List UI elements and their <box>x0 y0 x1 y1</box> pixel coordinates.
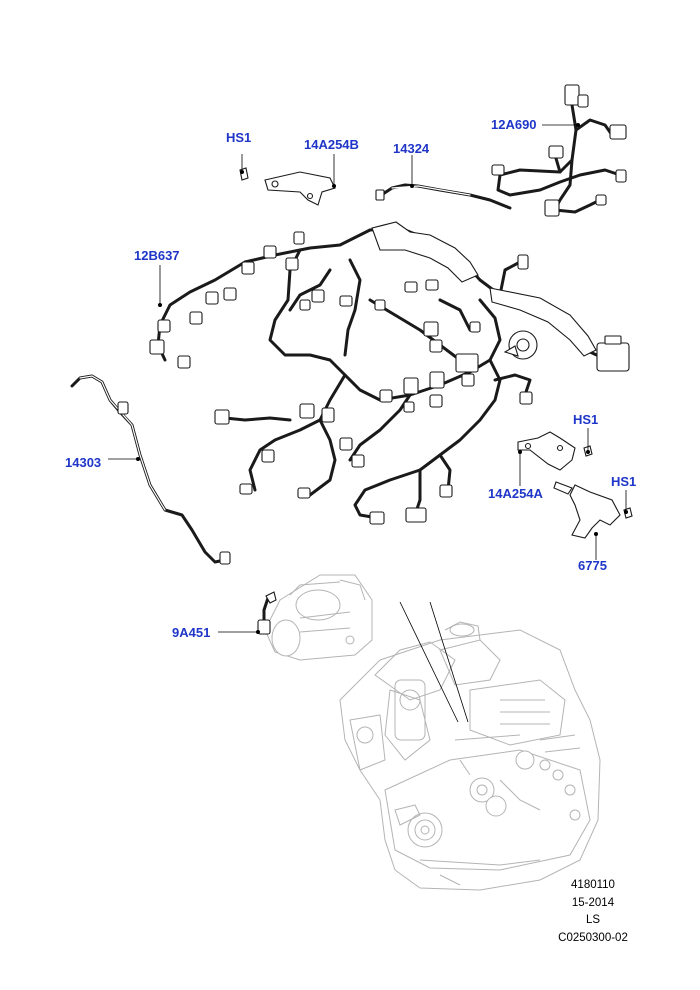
engine-block-context <box>339 621 601 891</box>
callout-12a690[interactable]: 12A690 <box>491 117 537 132</box>
callout-leaders <box>108 123 628 634</box>
harness-12a690 <box>491 84 627 217</box>
engine-pointer-lines <box>399 601 469 723</box>
cable-14324 <box>375 183 512 210</box>
bracket-14a254b <box>239 167 336 206</box>
starter-motor-context <box>264 574 373 661</box>
callout-14303[interactable]: 14303 <box>65 455 102 470</box>
callout-hs1-bracket[interactable]: HS1 <box>611 474 637 489</box>
shield-6775 <box>553 481 633 539</box>
footer-ref-number: 4180110 <box>571 879 615 891</box>
main-harness-12b637 <box>149 221 630 525</box>
callout-9a451[interactable]: 9A451 <box>172 625 211 640</box>
callout-14a254b[interactable]: 14A254B <box>304 137 359 152</box>
footer-date-code: 15-2014 <box>571 897 615 909</box>
callout-hs1-right[interactable]: HS1 <box>573 412 599 427</box>
bracket-14a254a <box>517 431 593 471</box>
callout-14a254a[interactable]: 14A254A <box>488 486 543 501</box>
callout-14324[interactable]: 14324 <box>393 141 430 156</box>
starter-cable-part <box>257 591 277 635</box>
pipe-14303 <box>70 374 231 565</box>
callout-12b637[interactable]: 12B637 <box>134 248 180 263</box>
callout-6775[interactable]: 6775 <box>578 558 607 573</box>
footer-illustration-id: C0250300-02 <box>558 932 628 944</box>
footer-model-code: LS <box>585 914 601 926</box>
callout-hs1-top[interactable]: HS1 <box>226 130 252 145</box>
